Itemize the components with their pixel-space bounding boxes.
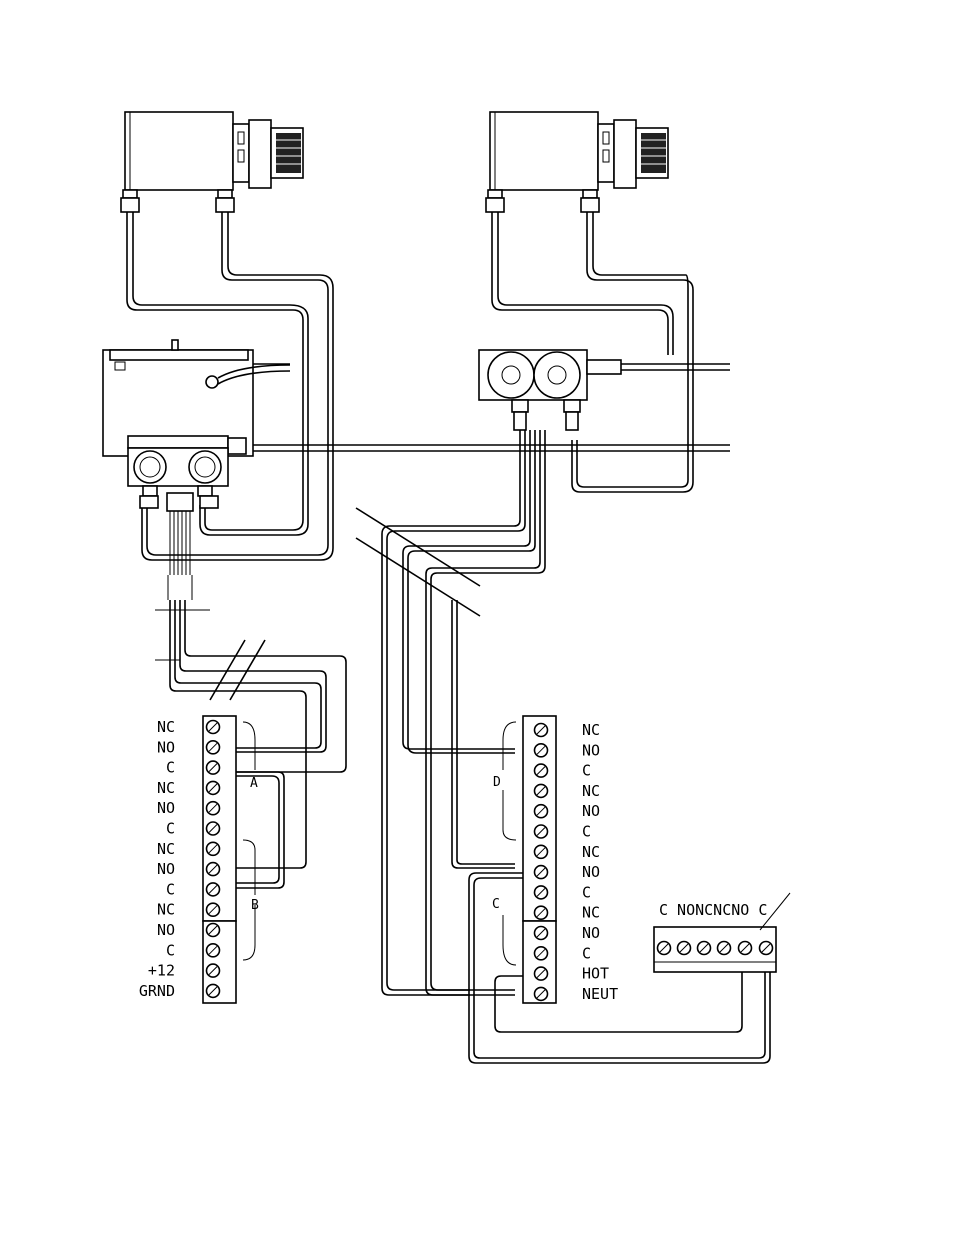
left-terminal-label: GRND xyxy=(139,982,175,1000)
left-terminal-label: C xyxy=(166,759,175,777)
small-terminal-block xyxy=(468,872,791,1064)
left-terminal-screw-slot xyxy=(208,966,218,975)
knurled-knob-right xyxy=(641,133,666,173)
right-terminal-screw-slot xyxy=(536,725,546,735)
left-terminal-label: NO xyxy=(157,799,175,817)
left-terminal-label: C xyxy=(166,820,175,838)
group-a-label: A xyxy=(250,776,258,791)
left-terminal-label: NC xyxy=(157,901,175,919)
right-terminal-label: C xyxy=(582,944,591,962)
group-c-label: C xyxy=(492,897,500,912)
small-terminal-screw-slot xyxy=(659,943,669,953)
group-b-label: B xyxy=(251,898,259,913)
right-terminal-label: NO xyxy=(582,741,600,759)
right-terminal-label: NC xyxy=(582,782,600,800)
left-terminal-screw-slot xyxy=(208,986,218,996)
left-terminal-screw-slot xyxy=(208,945,218,955)
left-terminal-screw-slot xyxy=(208,824,218,833)
left-terminal-screw-slot xyxy=(208,925,218,935)
left-terminal-label: NO xyxy=(157,921,175,939)
right-terminal-screw-slot xyxy=(536,847,546,857)
right-terminal-label: NO xyxy=(582,802,600,820)
left-terminal-screw-slot xyxy=(208,803,218,813)
small-terminal-screw-slot xyxy=(699,943,709,953)
right-terminal-label: NC xyxy=(582,843,600,861)
group-brackets xyxy=(242,721,517,966)
left-terminal-label: NO xyxy=(157,738,175,756)
right-terminal-label: NO xyxy=(582,863,600,881)
left-terminal-screw-slot xyxy=(208,905,218,915)
right-terminal-label: C xyxy=(582,883,591,901)
small-terminal-screw-slot xyxy=(761,943,771,953)
left-terminal-label: C xyxy=(166,880,175,898)
left-terminal-label: C xyxy=(166,941,175,959)
right-terminal-screw-slot xyxy=(536,888,546,897)
group-d-label: D xyxy=(493,775,501,790)
right-terminal-screw-slot xyxy=(536,766,546,775)
left-terminal-screw-slot xyxy=(208,844,218,854)
break-lines xyxy=(209,507,481,701)
small-block-header: C NONCNCNO C xyxy=(659,901,767,919)
small-terminal-screw-slot xyxy=(740,943,750,953)
right-terminal-screw-slot xyxy=(536,969,546,978)
left-terminal-screw-slot xyxy=(208,783,218,793)
left-terminal-label: NO xyxy=(157,860,175,878)
right-terminal-screw-slot xyxy=(536,806,546,816)
left-terminal-screw-slot xyxy=(208,722,218,732)
left-terminal-screw-slot xyxy=(208,763,218,772)
right-terminal-screw-slot xyxy=(536,908,546,918)
left-terminal-block xyxy=(202,715,237,1004)
knurled-knob-left xyxy=(276,133,301,173)
right-terminal-screw-slot xyxy=(536,948,546,958)
right-terminal-label: NC xyxy=(582,904,600,922)
right-terminal-label: HOT xyxy=(582,965,609,983)
ribbon-wires xyxy=(155,600,347,889)
right-terminal-screw-slot xyxy=(536,928,546,938)
transducer-right xyxy=(485,111,669,213)
right-terminal-screw-slot xyxy=(536,786,546,796)
right-terminal-label: NC xyxy=(582,721,600,739)
right-terminal-label: NEUT xyxy=(582,985,618,1003)
horizontal-tubes xyxy=(253,363,730,452)
right-terminal-screw-slot xyxy=(536,827,546,836)
controller-box-left xyxy=(102,339,291,600)
right-terminal-screw-slot xyxy=(536,867,546,877)
small-terminal-screw-slot xyxy=(719,943,729,953)
tubes-right xyxy=(491,212,694,493)
small-terminal-screw-slot xyxy=(679,943,689,953)
tubes-left xyxy=(126,212,334,561)
right-terminal-screw-slot xyxy=(536,989,546,999)
valve-wires xyxy=(381,430,546,996)
left-terminal-screw-slot xyxy=(208,885,218,894)
left-terminal-label: NC xyxy=(157,718,175,736)
transducer-left xyxy=(120,111,304,213)
right-terminal-label: C xyxy=(582,762,591,780)
left-terminal-label: NC xyxy=(157,840,175,858)
right-terminal-screw-slot xyxy=(536,745,546,755)
right-terminal-label: NO xyxy=(582,924,600,942)
left-terminal-screw-slot xyxy=(208,742,218,752)
left-terminal-label: +12 xyxy=(148,962,175,980)
left-terminal-screw-slot xyxy=(208,864,218,874)
left-terminal-label: NC xyxy=(157,779,175,797)
right-terminal-label: C xyxy=(582,823,591,841)
